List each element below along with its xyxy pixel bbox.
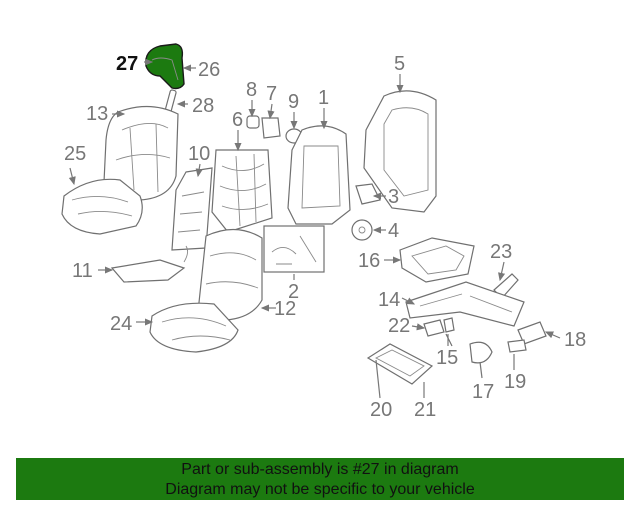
part-7[interactable]: [261, 117, 281, 139]
part-2-detail: [271, 235, 317, 265]
callout-13: 13: [86, 103, 108, 125]
callout-4: 4: [388, 220, 399, 242]
part-25-detail: [71, 196, 133, 217]
part-6-detail: [219, 153, 269, 227]
part-14[interactable]: [405, 281, 525, 327]
part-14-detail: [419, 293, 513, 313]
part-24-detail: [161, 317, 231, 341]
callout-21: 21: [414, 399, 436, 421]
callout-18: 18: [564, 329, 586, 351]
part-10-detail: [177, 191, 205, 233]
part-22b[interactable]: [443, 317, 455, 333]
part-27-edge: [151, 57, 179, 81]
part-6[interactable]: [211, 149, 273, 233]
part-16-detail: [411, 245, 465, 275]
part-5[interactable]: [363, 90, 437, 213]
callout-6: 6: [232, 109, 243, 131]
part-25[interactable]: [61, 178, 143, 235]
callout-9: 9: [288, 91, 299, 113]
part-8[interactable]: [246, 115, 260, 129]
callout-11: 11: [72, 260, 93, 282]
callout-7: 7: [266, 83, 277, 105]
part-1-detail: [301, 145, 341, 209]
callout-10: 10: [188, 143, 210, 165]
part-20-21-detail: [375, 349, 425, 377]
part-5-detail: [383, 107, 429, 197]
callout-23: 23: [490, 241, 512, 263]
callout-25: 25: [64, 143, 86, 165]
part-10[interactable]: [171, 167, 213, 251]
part-12-detail: [205, 252, 259, 289]
banner-line-1: Part or sub-assembly is #27 in diagram: [181, 461, 459, 478]
callout-3: 3: [388, 186, 399, 208]
callout-14: 14: [378, 289, 400, 311]
callout-16: 16: [358, 250, 380, 272]
callout-2: 2: [288, 281, 299, 303]
info-banner: Part or sub-assembly is #27 in diagram D…: [16, 458, 624, 500]
part-19[interactable]: [507, 339, 527, 353]
part-11[interactable]: [110, 259, 186, 283]
callout-19: 19: [504, 371, 526, 393]
part-13-detail: [115, 123, 171, 193]
part-12[interactable]: [197, 228, 263, 321]
part-22[interactable]: [423, 319, 445, 337]
part-27-highlighted[interactable]: [145, 43, 185, 90]
part-3[interactable]: [355, 183, 381, 205]
callout-1: 1: [318, 87, 329, 109]
part-16[interactable]: [399, 237, 475, 283]
callout-22: 22: [388, 315, 410, 337]
callout-5: 5: [394, 53, 405, 75]
callout-27: 27: [116, 53, 138, 75]
part-2-box[interactable]: [263, 225, 325, 273]
callout-8: 8: [246, 79, 257, 101]
banner-line-2: Diagram may not be specific to your vehi…: [165, 481, 475, 498]
callout-17: 17: [472, 381, 494, 403]
part-4-hub: [358, 226, 366, 234]
part-4[interactable]: [351, 219, 373, 241]
callout-24: 24: [110, 313, 132, 335]
callout-28: 28: [192, 95, 214, 117]
callout-26: 26: [198, 59, 220, 81]
callout-12: 12: [274, 298, 296, 320]
part-1[interactable]: [287, 125, 351, 225]
callout-20: 20: [370, 399, 392, 421]
part-17[interactable]: [469, 341, 493, 364]
part-15-wire: [445, 333, 453, 347]
leader-lines: [68, 58, 561, 399]
part-11-detail: [183, 245, 189, 263]
callout-15: 15: [436, 347, 458, 369]
